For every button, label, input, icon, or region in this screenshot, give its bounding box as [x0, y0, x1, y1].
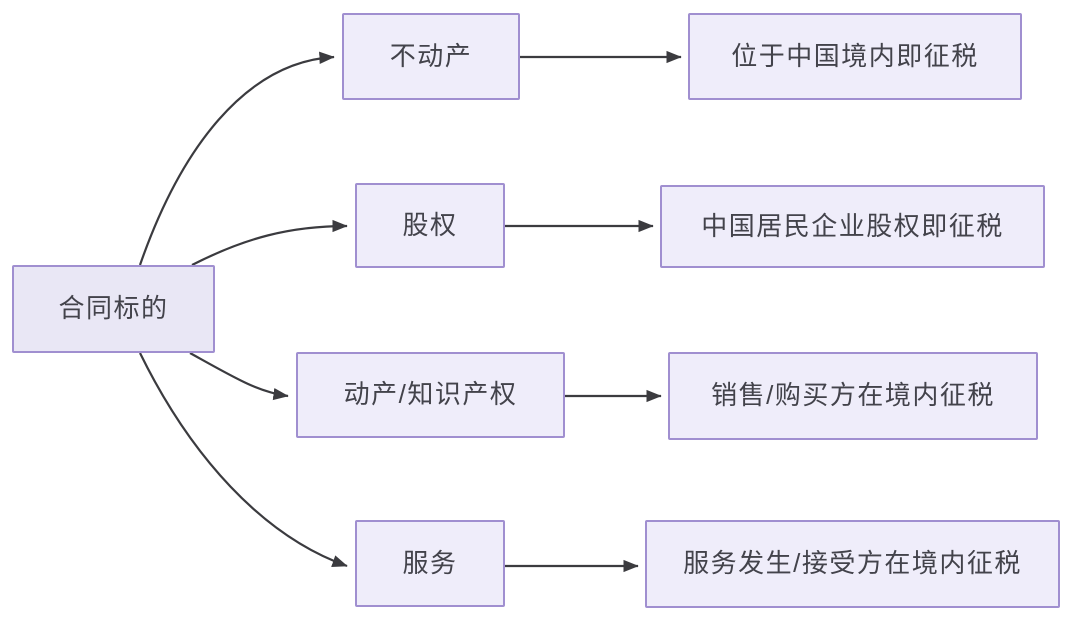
node-rule-movables-ip: 销售/购买方在境内征税 [668, 352, 1038, 440]
edge-root-to-movables-ip [189, 352, 289, 401]
node-category-services: 服务 [355, 520, 505, 607]
node-category-real-estate: 不动产 [342, 13, 520, 100]
node-contract-subject: 合同标的 [12, 265, 215, 353]
edge-root-to-equity [191, 219, 348, 266]
node-rule-real-estate: 位于中国境内即征税 [688, 13, 1022, 100]
edge-root-to-real-estate [138, 51, 335, 266]
node-rule-equity: 中国居民企业股权即征税 [660, 185, 1045, 268]
node-category-movables-ip: 动产/知识产权 [296, 352, 565, 438]
edge-root-to-services [139, 352, 348, 568]
node-rule-services: 服务发生/接受方在境内征税 [645, 520, 1060, 608]
node-category-equity: 股权 [355, 183, 505, 268]
